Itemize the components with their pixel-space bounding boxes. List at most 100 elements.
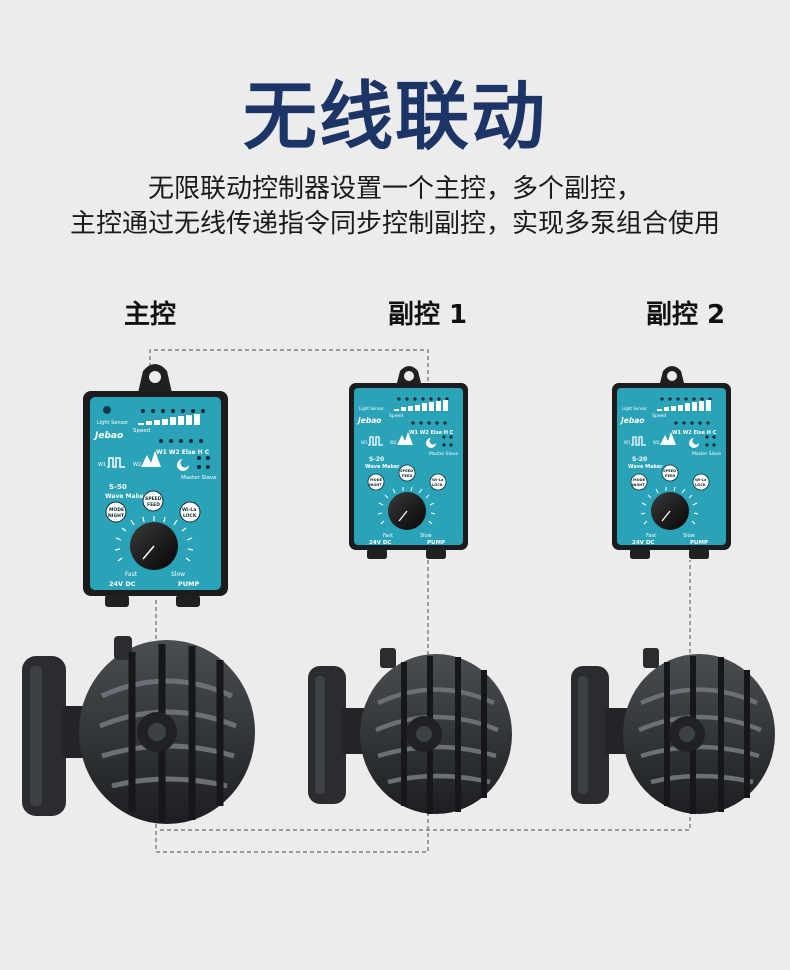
feed-button-label: FEED	[147, 502, 160, 508]
mode-button[interactable]: MODE NIGHT	[630, 473, 648, 491]
night-button-label: NIGHT	[369, 483, 382, 487]
power-label: 24V DC	[632, 540, 654, 546]
slave-1-pump	[308, 648, 512, 814]
mode-button-label: MODE	[633, 478, 646, 482]
w2-wave-icon	[660, 432, 676, 445]
w2-label: W2	[133, 462, 141, 468]
w1-label: W1	[98, 462, 106, 468]
night-button-label: NIGHT	[108, 513, 125, 519]
speed-label: Speed	[133, 428, 150, 434]
speed-knob[interactable]	[130, 522, 178, 570]
power-port	[105, 595, 129, 607]
product-label: Wave Maker	[628, 464, 663, 470]
slave-2-pump	[571, 648, 775, 814]
slave-2-label: 副控 2	[646, 300, 726, 330]
mode-button[interactable]: MODE NIGHT	[367, 473, 385, 491]
slave-2-controller: Light Sensor Speed Jebao W1 W2 Else H C …	[612, 366, 731, 559]
wifi-button-label: Wi-La	[432, 478, 444, 482]
speed-button-label: SPEED	[145, 496, 162, 502]
speed-button-label: SPEED	[400, 469, 413, 473]
pump-label: PUMP	[178, 580, 200, 588]
speed-knob[interactable]	[651, 492, 689, 530]
feed-button-label: FEED	[665, 474, 675, 478]
subtitle-line-2: 主控通过无线传递指令同步控制副控，实现多泵组合使用	[69, 209, 720, 239]
speed-dial-ticks	[114, 516, 194, 562]
speed-dial-ticks	[377, 486, 436, 525]
page-title: 无线联动	[243, 74, 547, 160]
master-slave-label: Master Slave	[429, 451, 458, 457]
slow-label: Slow	[420, 533, 432, 539]
w1-wave-icon	[368, 436, 383, 446]
master-slave-label: Master Slave	[181, 475, 217, 481]
fast-label: Fast	[646, 533, 656, 539]
light-sensor-label: Light Sensor	[359, 406, 384, 411]
speed-feed-button[interactable]: SPEED FEED	[661, 464, 679, 482]
light-sensor-label: Light Sensor	[622, 406, 647, 411]
w1-label: W1	[624, 440, 631, 445]
mode-button-label: MODE	[370, 478, 383, 482]
power-port	[630, 549, 650, 559]
speed-label: Speed	[652, 413, 666, 419]
brand-label: Jebao	[619, 416, 644, 425]
pump-label: PUMP	[690, 540, 708, 546]
w1-label: W1	[361, 440, 368, 445]
pump-port	[176, 595, 200, 607]
slow-label: Slow	[683, 533, 695, 539]
pump-label: PUMP	[427, 540, 445, 546]
slave-1-label: 副控 1	[388, 300, 468, 330]
master-label: 主控	[124, 300, 177, 330]
master-slave-label: Master Slave	[692, 451, 721, 457]
night-button-label: NIGHT	[632, 483, 645, 487]
wifi-lock-button[interactable]: Wi-La LOCK	[179, 501, 201, 523]
speed-dial-ticks	[640, 486, 699, 525]
w2-label: W2	[390, 440, 397, 445]
pump-port	[426, 549, 446, 559]
product-label: Wave Maker	[105, 493, 146, 500]
modes-row-label: W1 W2 Else H C	[409, 430, 454, 436]
moon-icon	[177, 459, 189, 471]
speed-button-label: SPEED	[663, 469, 676, 473]
mode-button[interactable]: MODE NIGHT	[105, 501, 127, 523]
power-label: 24V DC	[109, 580, 136, 588]
lock-button-label: LOCK	[695, 483, 706, 487]
subtitle-line-1: 无限联动控制器设置一个主控，多个副控，	[147, 174, 642, 204]
w2-wave-icon	[397, 432, 413, 445]
lock-button-label: LOCK	[183, 513, 197, 519]
speed-label: Speed	[389, 413, 403, 419]
brand-label: Jebao	[93, 431, 123, 441]
master-pump	[22, 636, 255, 824]
fast-label: Fast	[125, 571, 138, 578]
light-sensor-label: Light Sensor	[97, 420, 129, 426]
product-label: Wave Maker	[365, 464, 400, 470]
power-label: 24V DC	[369, 540, 391, 546]
slow-label: Slow	[171, 571, 185, 578]
master-controller: Light Sensor Speed Jebao W1 W2 Else H C …	[83, 364, 228, 607]
wifi-lock-button[interactable]: Wi-La LOCK	[429, 473, 447, 491]
lock-button-label: LOCK	[432, 483, 443, 487]
moon-icon	[689, 438, 699, 448]
w1-wave-icon	[107, 457, 125, 468]
mode-button-label: MODE	[109, 507, 124, 513]
model-label: S-50	[109, 483, 127, 491]
speed-feed-button[interactable]: SPEED FEED	[142, 490, 164, 512]
wifi-button-label: Wi-La	[182, 507, 196, 513]
w2-label: W2	[653, 440, 660, 445]
modes-row-label: W1 W2 Else H C	[672, 430, 717, 436]
slave-1-controller: Light Sensor Speed Jebao W1 W2 Else H C …	[349, 366, 468, 559]
speed-knob[interactable]	[388, 492, 426, 530]
model-label: S-20	[369, 456, 384, 463]
model-label: S-20	[632, 456, 647, 463]
wifi-lock-button[interactable]: Wi-La LOCK	[692, 473, 710, 491]
moon-icon	[426, 438, 436, 448]
brand-label: Jebao	[356, 416, 381, 425]
modes-row-label: W1 W2 Else H C	[156, 449, 210, 456]
fast-label: Fast	[383, 533, 393, 539]
w1-wave-icon	[631, 436, 646, 446]
w2-wave-icon	[141, 451, 161, 467]
pump-port	[689, 549, 709, 559]
speed-feed-button[interactable]: SPEED FEED	[398, 464, 416, 482]
wifi-button-label: Wi-La	[695, 478, 707, 482]
feed-button-label: FEED	[402, 474, 412, 478]
power-port	[367, 549, 387, 559]
